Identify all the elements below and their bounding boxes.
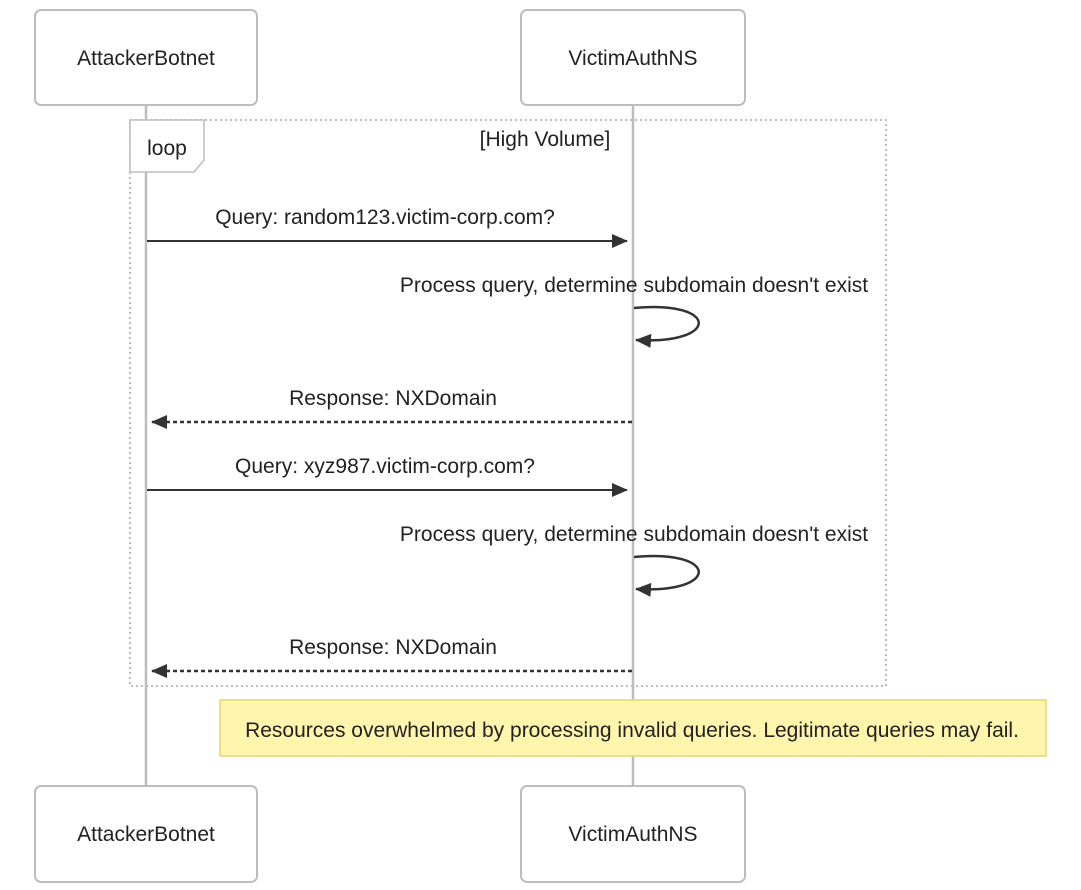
self-message-process-2-label: Process query, determine subdomain doesn… xyxy=(400,523,868,546)
self-message-process-2-arrow xyxy=(633,554,700,597)
actor-bottom-attacker-label: AttackerBotnet xyxy=(77,823,215,846)
actor-bottom-victim: VictimAuthNS xyxy=(520,785,746,883)
actor-top-victim-label: VictimAuthNS xyxy=(568,47,697,70)
note-text: Resources overwhelmed by processing inva… xyxy=(245,719,1019,742)
self-message-process-2: Process query, determine subdomain doesn… xyxy=(400,523,868,597)
message-response-2-label: Response: NXDomain xyxy=(289,636,497,659)
loop-label: loop xyxy=(147,137,187,160)
message-response-1: Response: NXDomain xyxy=(151,387,632,429)
actor-top-victim: VictimAuthNS xyxy=(520,9,746,106)
actor-top-attacker: AttackerBotnet xyxy=(34,9,258,106)
message-query-1: Query: random123.victim-corp.com? xyxy=(147,206,628,248)
message-query-2: Query: xyz987.victim-corp.com? xyxy=(147,455,628,497)
message-query-2-label: Query: xyz987.victim-corp.com? xyxy=(235,455,535,478)
actor-top-attacker-label: AttackerBotnet xyxy=(77,47,215,70)
self-message-process-1-label: Process query, determine subdomain doesn… xyxy=(400,274,868,297)
loop-frame: loop [High Volume] xyxy=(129,119,887,687)
actor-bottom-attacker: AttackerBotnet xyxy=(34,785,258,883)
self-message-process-1-arrow xyxy=(633,305,700,348)
message-response-1-label: Response: NXDomain xyxy=(289,387,497,410)
loop-tab xyxy=(129,119,205,173)
message-response-2: Response: NXDomain xyxy=(151,636,632,678)
message-query-1-label: Query: random123.victim-corp.com? xyxy=(215,206,555,229)
loop-condition: [High Volume] xyxy=(480,128,611,151)
self-message-process-1: Process query, determine subdomain doesn… xyxy=(400,274,868,348)
actor-bottom-victim-label: VictimAuthNS xyxy=(568,823,697,846)
note-resources-overwhelmed: Resources overwhelmed by processing inva… xyxy=(219,699,1047,757)
